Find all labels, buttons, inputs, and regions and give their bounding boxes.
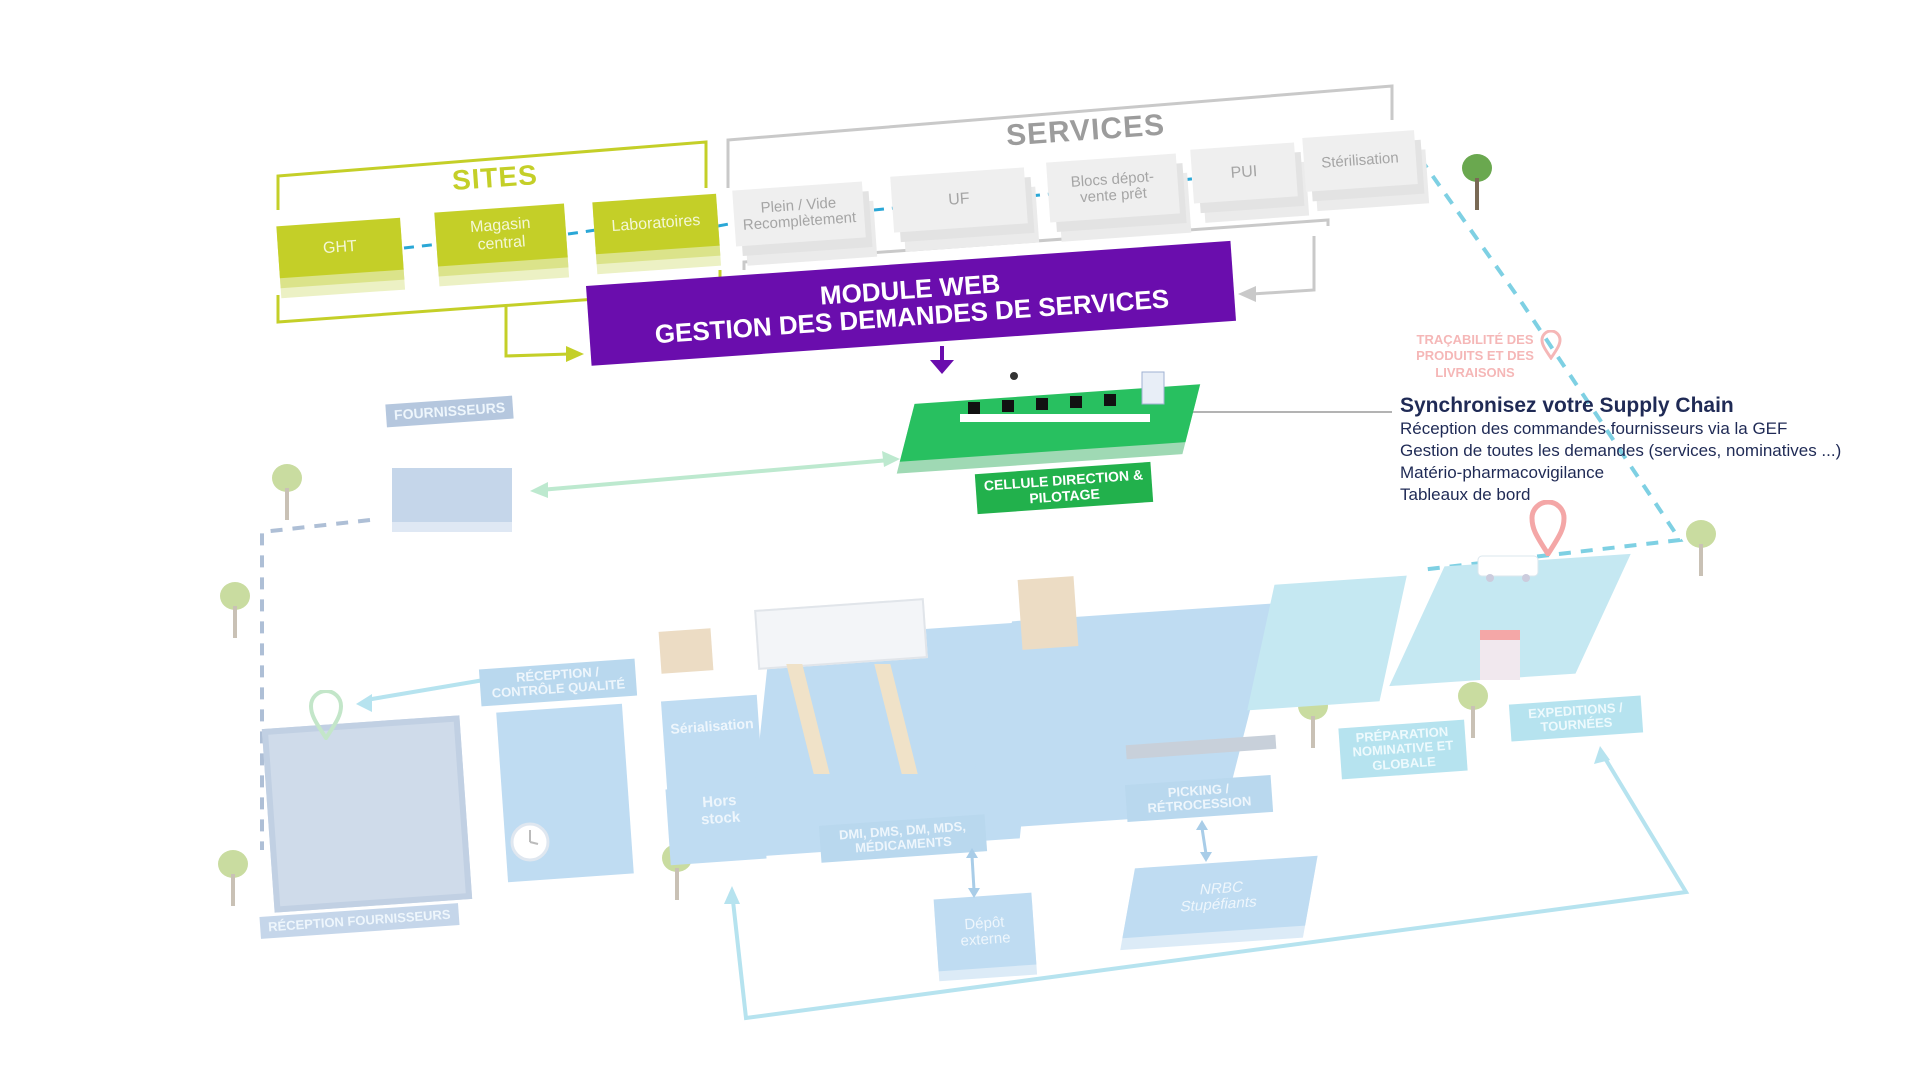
location-pin-icon <box>1540 330 1562 360</box>
delivery-route <box>1418 156 1684 572</box>
location-pin-icon <box>1529 500 1567 556</box>
info-line: Gestion de toutes les demandes (services… <box>1400 441 1842 460</box>
tracabilite-label: TRAÇABILITÉ DES PRODUITS ET DES LIVRAISO… <box>1416 332 1534 380</box>
info-block: Synchronisez votre Supply Chain Réceptio… <box>1400 394 1900 506</box>
info-line: Réception des commandes fournisseurs via… <box>1400 419 1788 438</box>
info-line: Tableaux de bord <box>1400 485 1531 504</box>
info-title: Synchronisez votre Supply Chain <box>1400 394 1734 417</box>
services-bracket-bottom <box>742 218 1330 270</box>
arrow-head <box>566 346 584 362</box>
office-desks-icon <box>960 371 1165 422</box>
preparation-label: PRÉPARATION NOMINATIVE ET GLOBALE <box>1338 719 1468 780</box>
location-pin-icon <box>308 690 344 740</box>
delivery-van-icon <box>1477 555 1539 582</box>
sites-bracket <box>276 140 708 210</box>
services-bracket <box>726 84 1394 188</box>
tree-icon <box>1684 520 1718 580</box>
tree-icon <box>216 850 250 910</box>
tree-icon <box>1460 154 1494 214</box>
clock-icon <box>510 822 550 862</box>
calendar-icon <box>1480 630 1520 680</box>
info-line: Matério-pharmacovigilance <box>1400 463 1605 482</box>
tree-icon <box>1456 682 1490 742</box>
fournisseurs-office <box>392 468 512 522</box>
tree-icon <box>218 582 252 642</box>
tree-icon <box>270 464 304 524</box>
